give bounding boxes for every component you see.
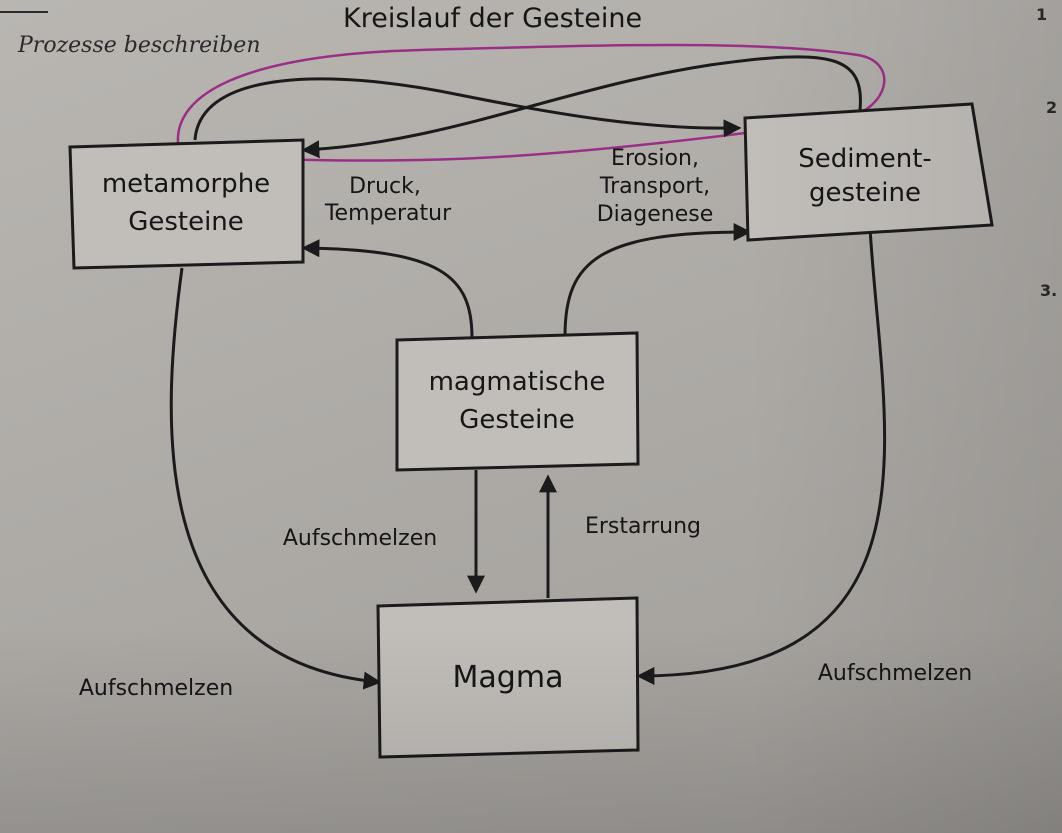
handwritten-note: Prozesse beschreiben [17,33,261,58]
flow-magmatic-to-metamorphic [301,239,474,339]
flow-magmatic-to-sediment [563,223,752,337]
flow-sediment-to-metamorphic [301,55,862,159]
diagram-title: Kreislauf der Gesteine [343,3,642,34]
magma-label: Magma [453,660,564,695]
sedimentary-label-line-2: gesteine [809,178,921,208]
flow-sediment-to-magma [636,227,887,685]
process-solidification-label: Erstarrung [585,514,701,539]
metamorphic-label-line-2: Gesteine [128,207,244,237]
box-metamorphic-rocks [68,138,305,270]
process-pressure-label: Druck, [349,174,421,199]
margin-mark-1: 1 [1036,5,1047,24]
box-magma [376,596,640,759]
flow-metamorphic-to-sediment [193,77,742,141]
margin-mark-3: 3. [1040,281,1057,300]
process-diagenese-label: Diagenese [597,202,714,227]
flow-metamorphic-to-magma [169,267,382,690]
process-melting-center-label: Aufschmelzen [283,526,437,551]
handwritten-highlight-loop [176,43,886,162]
process-melting-left-label: Aufschmelzen [79,676,233,701]
sedimentary-label-line-1: Sediment- [798,144,932,174]
box-magmatic-rocks [395,331,640,472]
process-erosion-label: Erosion, [611,146,699,171]
process-transport-label: Transport, [599,174,710,199]
process-melting-right-label: Aufschmelzen [818,661,972,686]
metamorphic-label-line-1: metamorphe [102,169,270,199]
box-sedimentary-rocks [743,102,994,242]
magmatic-label-line-1: magmatische [429,367,606,397]
process-temperature-label: Temperatur [324,201,452,226]
magmatic-label-line-2: Gesteine [459,405,575,435]
margin-mark-2: 2 [1046,98,1057,117]
